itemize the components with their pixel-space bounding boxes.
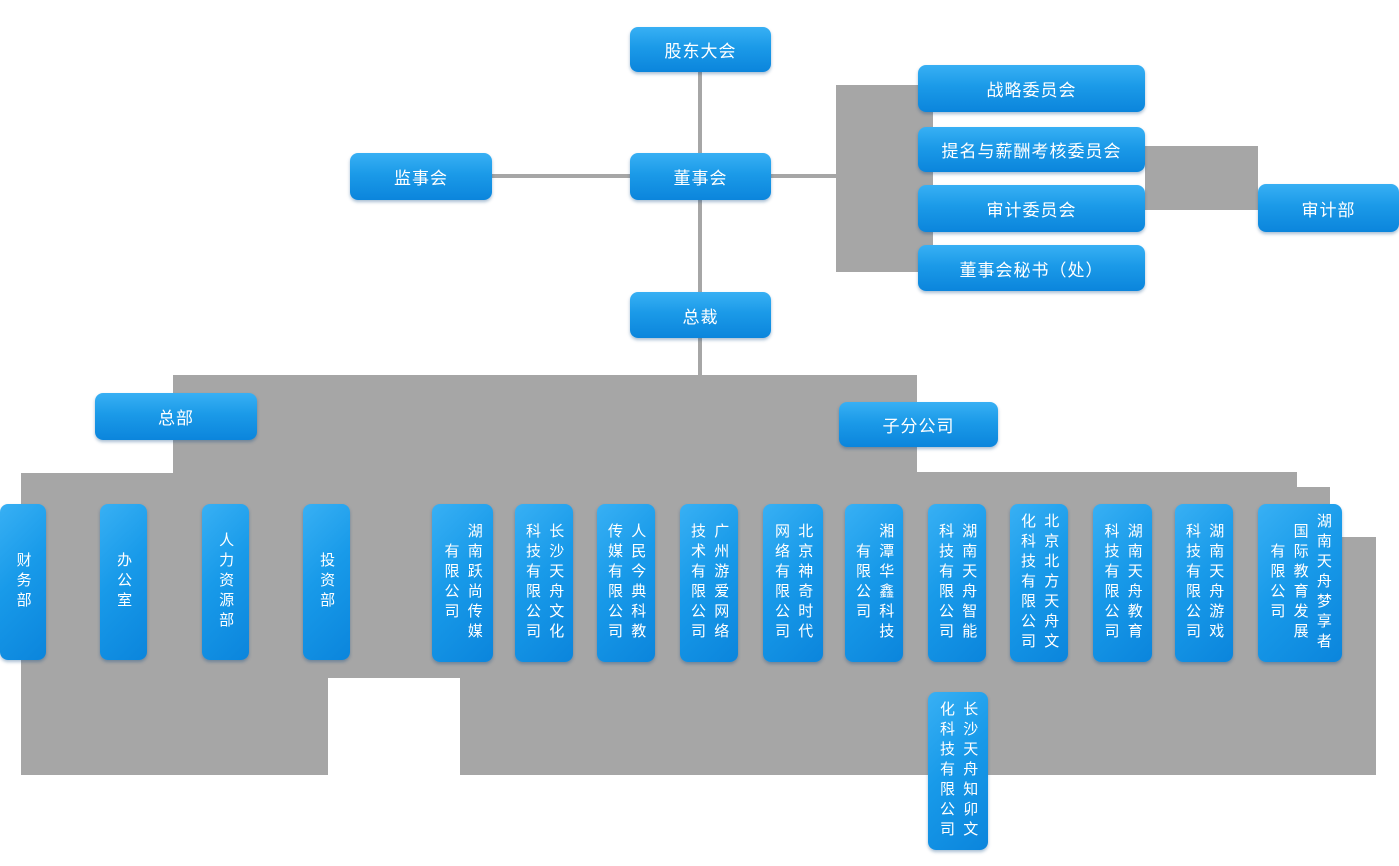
node-company-changsha-tianzhou-culture: 长沙天舟文化 科技有限公司 — [515, 504, 573, 662]
company-label: 湖南跃尚传媒 有限公司 — [442, 523, 483, 643]
connector-committees-block — [836, 85, 933, 272]
node-company-beijing-shenqi-shidai: 北京神奇时代 网络有限公司 — [763, 504, 823, 662]
node-company-beijing-beifang-tianzhou: 北京北方天舟文 化科技有限公司 — [1010, 504, 1068, 662]
node-audit-department: 审计部 — [1258, 184, 1399, 232]
hr-department-label: 人力资源部 — [217, 532, 235, 632]
connector-audit-band — [1145, 146, 1258, 210]
node-supervisory-board: 监事会 — [350, 153, 492, 200]
company-label: 北京神奇时代 网络有限公司 — [773, 523, 814, 643]
node-company-renmin-jindian-kejiao: 人民今典科教 传媒有限公司 — [597, 504, 655, 662]
connector-supervisory-board — [492, 174, 630, 178]
node-company-hunan-tianzhou-mengxiangzhe: 湖南天舟梦享者 国际教育发展 有限公司 — [1258, 504, 1342, 662]
node-investment-department: 投资部 — [303, 504, 350, 660]
connector-departments-block — [21, 473, 328, 775]
node-audit-committee: 审计委员会 — [918, 185, 1145, 232]
node-president: 总裁 — [630, 292, 771, 338]
node-finance-department: 财务部 — [0, 504, 46, 660]
company-label: 人民今典科教 传媒有限公司 — [606, 523, 647, 643]
connector-board-president — [698, 200, 702, 292]
connector-shareholders-board — [698, 72, 702, 153]
company-label: 广州游爱网络 技术有限公司 — [689, 523, 730, 643]
connector-board-committees — [771, 174, 837, 178]
node-company-changsha-tianzhou-zhimao: 长沙天舟知卯文 化科技有限公司 — [928, 692, 988, 850]
node-company-hunan-tianzhou-zhineng: 湖南天舟智能 科技有限公司 — [928, 504, 986, 662]
node-subsidiaries: 子分公司 — [839, 402, 998, 447]
node-strategy-committee: 战略委员会 — [918, 65, 1145, 112]
connector-trunk-band — [173, 375, 917, 473]
connector-president-trunk — [698, 338, 702, 376]
connector-subsidiaries-block-lower — [460, 678, 1297, 775]
company-label: 长沙天舟知卯文 化科技有限公司 — [938, 701, 979, 841]
node-shareholders-meeting: 股东大会 — [630, 27, 771, 72]
node-company-guangzhou-youai-network: 广州游爱网络 技术有限公司 — [680, 504, 738, 662]
node-hr-department: 人力资源部 — [202, 504, 249, 660]
company-label: 北京北方天舟文 化科技有限公司 — [1019, 513, 1060, 653]
office-label: 办公室 — [115, 552, 133, 612]
investment-department-label: 投资部 — [318, 552, 336, 612]
company-label: 湖南天舟梦享者 国际教育发展 有限公司 — [1268, 513, 1332, 653]
node-headquarters: 总部 — [95, 393, 257, 440]
node-board-secretary-office: 董事会秘书（处） — [918, 245, 1145, 291]
company-label: 湘潭华鑫科技 有限公司 — [854, 523, 895, 643]
node-company-hunan-tianzhou-jiaoyu: 湖南天舟教育 科技有限公司 — [1093, 504, 1152, 662]
node-office: 办公室 — [100, 504, 147, 660]
node-company-hunan-tianzhou-youxi: 湖南天舟游戏 科技有限公司 — [1175, 504, 1233, 662]
finance-department-label: 财务部 — [14, 552, 32, 612]
company-label: 长沙天舟文化 科技有限公司 — [524, 523, 565, 643]
node-company-hunan-yueshang-media: 湖南跃尚传媒 有限公司 — [432, 504, 493, 662]
company-label: 湖南天舟游戏 科技有限公司 — [1184, 523, 1225, 643]
company-label: 湖南天舟智能 科技有限公司 — [937, 523, 978, 643]
node-nomination-compensation-committee: 提名与薪酬考核委员会 — [918, 127, 1145, 172]
company-label: 湖南天舟教育 科技有限公司 — [1102, 523, 1143, 643]
node-board-of-directors: 董事会 — [630, 153, 771, 200]
node-company-xiangtan-huaxin: 湘潭华鑫科技 有限公司 — [845, 504, 903, 662]
